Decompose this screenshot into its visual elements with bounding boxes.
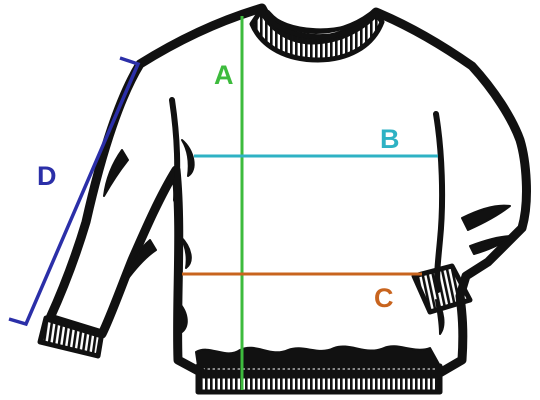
label-c: C xyxy=(374,283,394,313)
label-d: D xyxy=(37,161,57,191)
label-b: B xyxy=(380,124,400,154)
waistband-rib xyxy=(198,366,440,392)
garment-outline xyxy=(50,8,526,374)
sweatshirt-drawing xyxy=(40,8,526,392)
label-a: A xyxy=(214,60,234,90)
